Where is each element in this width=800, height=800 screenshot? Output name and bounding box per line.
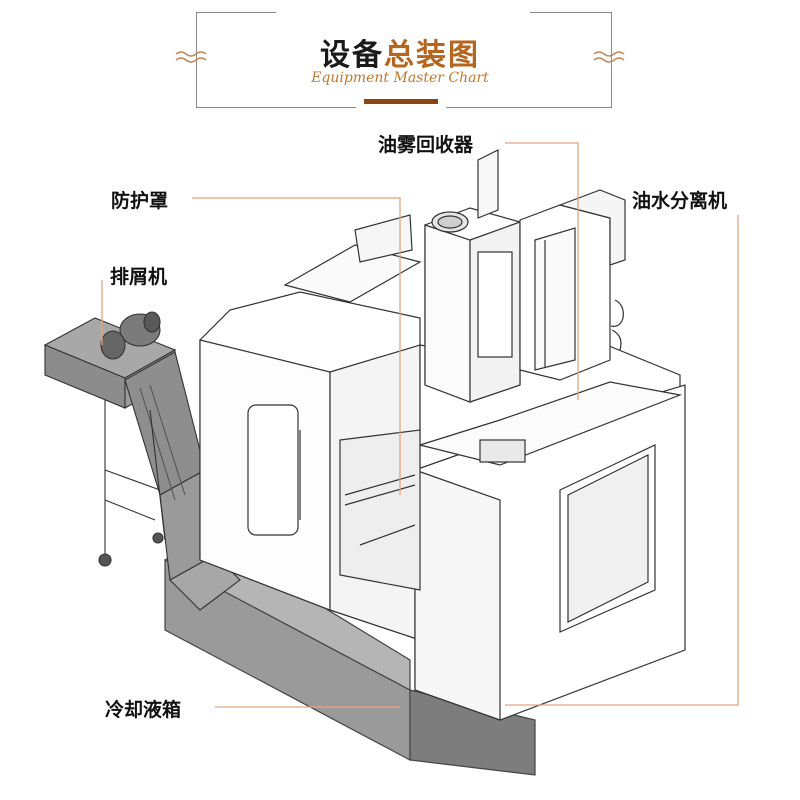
leader-oil-mist-collector xyxy=(505,142,579,400)
oil-mist-collector-drawing xyxy=(424,149,521,403)
leader-protective-cover xyxy=(192,197,401,495)
header-frame-top-right xyxy=(530,12,611,13)
label-coolant-tank: 冷却液箱 xyxy=(105,699,182,721)
oil-water-separator-drawing xyxy=(519,189,626,381)
protective-cover-drawing xyxy=(199,214,686,721)
leader-lines xyxy=(101,142,739,708)
page-title: 设备总装图 xyxy=(0,30,800,74)
label-chip-conveyor: 排屑机 xyxy=(110,266,168,288)
leader-oil-water-separator xyxy=(505,215,739,706)
header-frame-bottom-left xyxy=(196,107,356,108)
wave-ornament-left xyxy=(175,51,207,63)
title-part-1: 设备 xyxy=(320,38,384,73)
title-part-2: 总装图 xyxy=(384,38,480,73)
label-protective-cover: 防护罩 xyxy=(111,190,169,212)
wave-ornament-right xyxy=(593,51,625,63)
label-oil-water-separator: 油水分离机 xyxy=(632,190,728,212)
header-frame-top-left xyxy=(196,12,276,13)
label-oil-mist-collector: 油雾回收器 xyxy=(378,134,474,156)
header-frame-bottom-right xyxy=(446,107,611,108)
title-underbar xyxy=(364,99,438,104)
page-subtitle: Equipment Master Chart xyxy=(311,70,489,86)
